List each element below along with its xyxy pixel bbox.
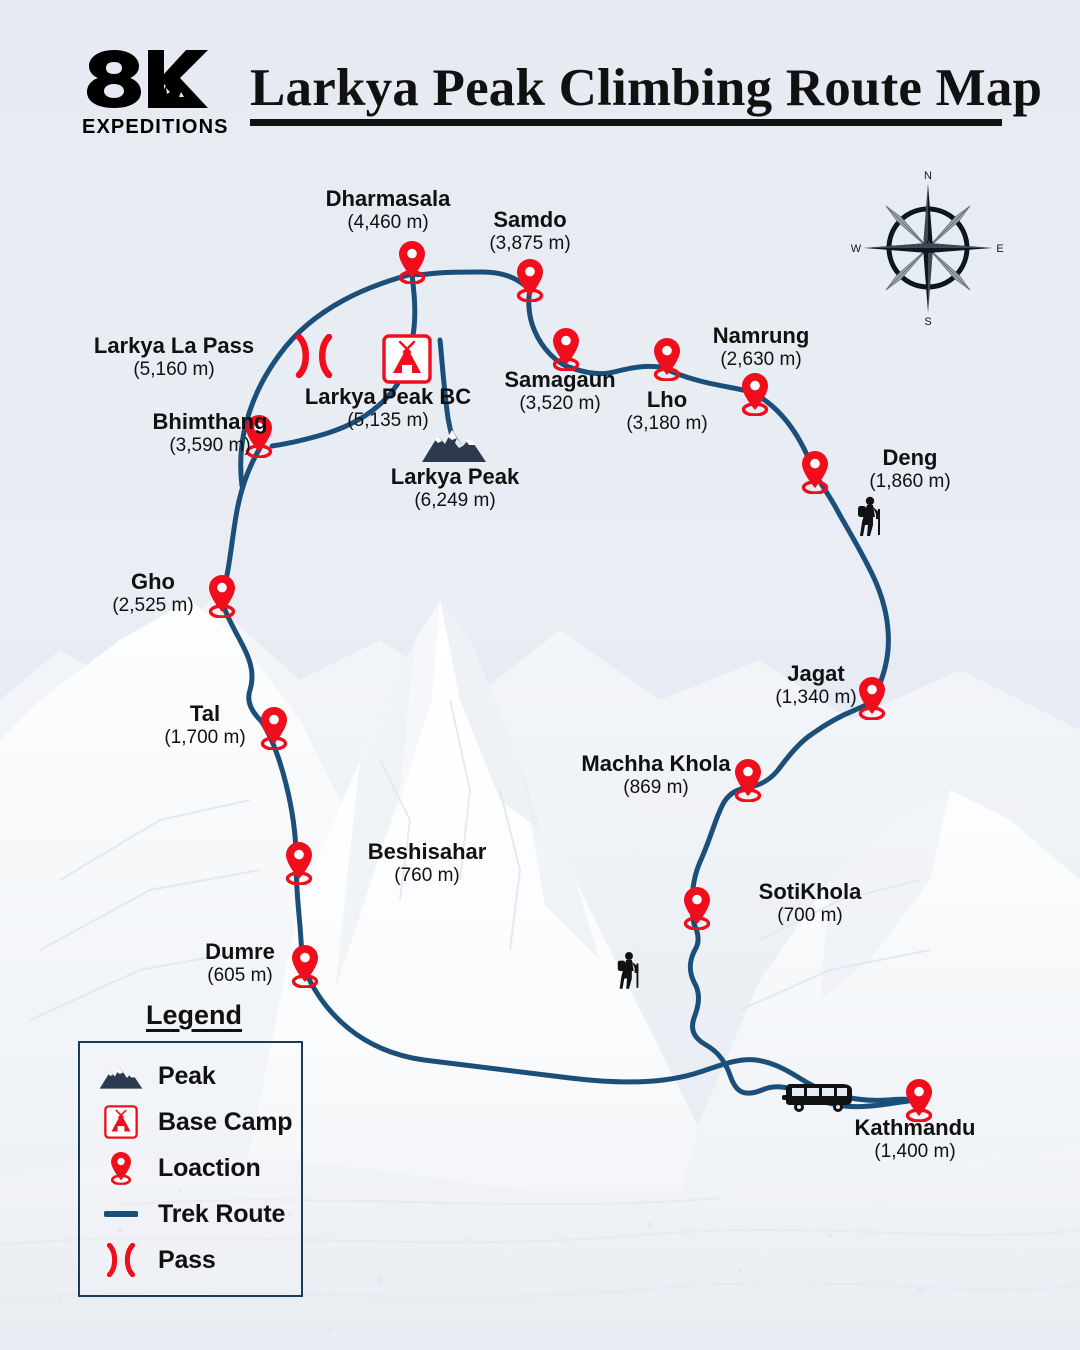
label-beshisahar: Beshisahar (760 m): [367, 839, 487, 886]
base-camp-icon-larkya-peak-bc[interactable]: [382, 334, 432, 384]
trek-route-line-icon: [84, 1209, 158, 1219]
label-bhimthang: Bhimthang (3,590 m): [152, 409, 268, 456]
label-sotikhola: SotiKhola (700 m): [758, 879, 862, 926]
pass-icon: [84, 1243, 158, 1277]
legend-item-peak: Peak: [84, 1053, 297, 1099]
label-deng: Deng (1,860 m): [869, 445, 951, 492]
label-machha-khola: Machha Khola (869 m): [581, 751, 731, 798]
compass-label-e: E: [996, 243, 1003, 255]
legend-item-pass: Pass: [84, 1237, 297, 1283]
label-larkya-la-pass: Larkya La Pass (5,160 m): [93, 333, 255, 380]
legend-title: Legend: [145, 1000, 242, 1030]
label-namrung: Namrung (2,630 m): [712, 323, 810, 370]
compass-label-w: W: [851, 243, 862, 255]
legend-label-location: Loaction: [158, 1153, 261, 1182]
legend: Legend Peak: [78, 1000, 310, 1297]
compass-label-n: N: [924, 170, 932, 182]
route-machhakhola-jagat: [742, 700, 873, 791]
legend-label-trek-route: Trek Route: [158, 1199, 286, 1228]
route-larkyabc-bhimthang: [269, 363, 411, 449]
compass-label-s: S: [924, 316, 931, 328]
label-larkya-peak: Larkya Peak (6,249 m): [390, 464, 520, 511]
label-samagaun: Samagaun (3,520 m): [504, 367, 616, 414]
label-samdo: Samdo (3,875 m): [489, 207, 571, 254]
map-header: EXPEDITIONS Larkya Peak Climbing Route M…: [0, 0, 1080, 160]
peak-icon-larkya-peak: [422, 430, 486, 462]
route-lho-samagaun: [563, 363, 667, 377]
location-pin-icon: [84, 1151, 158, 1185]
label-tal: Tal (1,700 m): [164, 701, 246, 748]
trekker-icon-deng: [858, 496, 880, 536]
label-gho: Gho (2,525 m): [112, 569, 194, 616]
legend-label-pass: Pass: [158, 1245, 216, 1274]
route-gho-tal: [217, 593, 265, 725]
legend-item-base-camp: Base Camp: [84, 1099, 297, 1145]
compass-rose: N E S W: [851, 170, 1004, 328]
label-jagat: Jagat (1,340 m): [775, 661, 857, 708]
route-samagaun-samdo: [526, 287, 569, 369]
legend-item-trek-route: Trek Route: [84, 1191, 297, 1237]
legend-label-peak: Peak: [158, 1061, 216, 1090]
route-namrung-lho: [661, 365, 755, 395]
logo-subtitle: EXPEDITIONS: [82, 116, 229, 138]
peak-icon: [84, 1062, 158, 1090]
label-dharmasala: Dharmasala (4,460 m): [325, 186, 451, 233]
base-camp-icon: [84, 1105, 158, 1139]
legend-item-location: Loaction: [84, 1145, 297, 1191]
brand-logo: EXPEDITIONS: [82, 48, 229, 139]
bus-icon-kathmandu: [782, 1084, 852, 1112]
logo-mark-icon: [82, 48, 222, 110]
label-lho: Lho (3,180 m): [626, 387, 708, 434]
route-jagat-deng: [811, 469, 891, 706]
route-dharmasala-larkyalapass: [238, 271, 415, 489]
title-underline: [250, 119, 1002, 126]
marker-samagaun[interactable]: [549, 327, 583, 371]
trekker-icon-sotikhola: [617, 952, 639, 989]
legend-label-base-camp: Base Camp: [158, 1107, 293, 1136]
legend-box: Peak Base Camp Loaction: [78, 1041, 303, 1297]
page-title: Larkya Peak Climbing Route Map: [250, 59, 1043, 117]
marker-samdo[interactable]: [513, 258, 547, 302]
label-kathmandu: Kathmandu (1,400 m): [854, 1115, 976, 1162]
label-larkya-peak-bc: Larkya Peak BC (5,135 m): [304, 384, 472, 431]
label-dumre: Dumre (605 m): [205, 939, 275, 986]
pass-icon-larkya-la[interactable]: [293, 334, 335, 378]
